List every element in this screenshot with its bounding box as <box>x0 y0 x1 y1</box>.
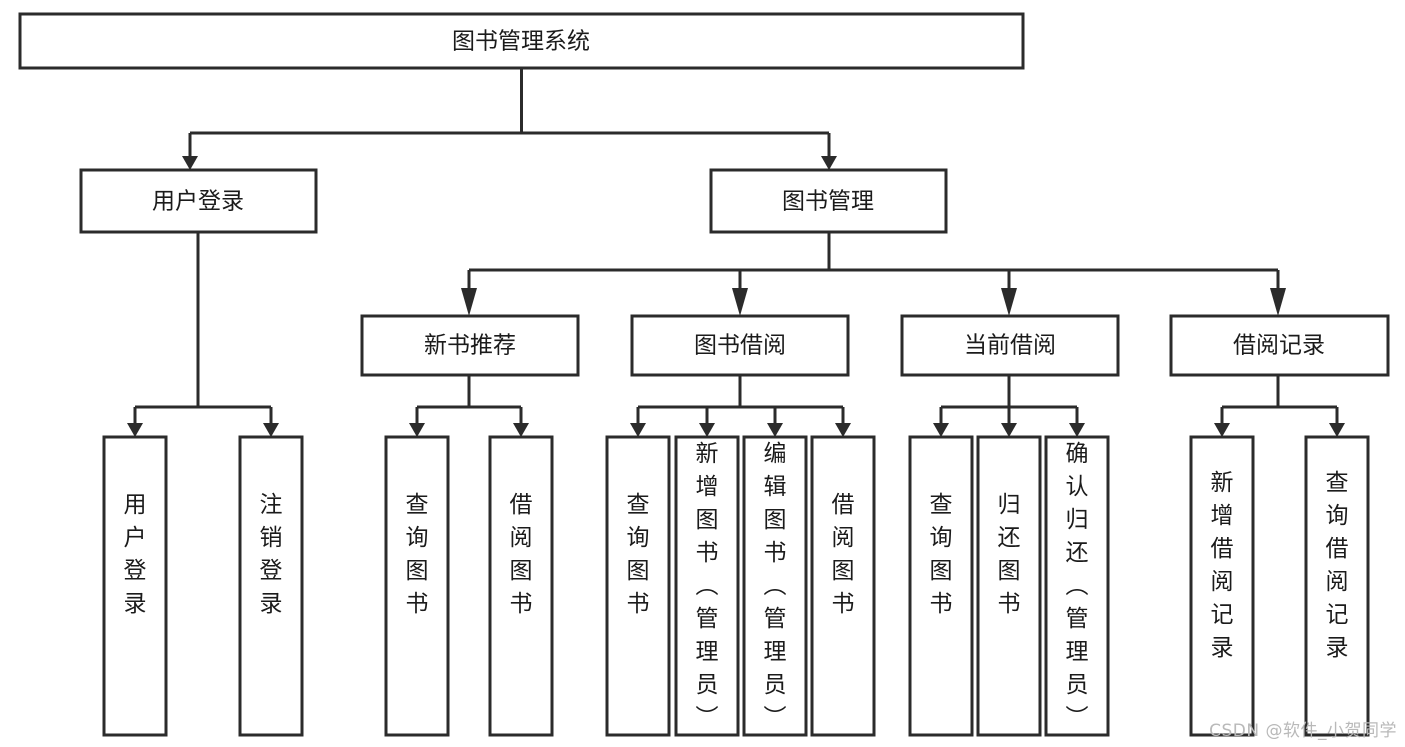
connector-layer <box>127 68 1345 437</box>
node-leaf-edit-book-box[interactable] <box>742 435 808 737</box>
node-leaf-add-record-box[interactable] <box>1189 435 1255 737</box>
arrow-leaf-borrow-book-1 <box>513 423 529 437</box>
node-root-label: 图书管理系统 <box>452 29 590 55</box>
node-borrow-record[interactable]: 借阅记录 <box>1169 314 1390 377</box>
node-new-book-rec[interactable]: 新书推荐 <box>360 314 580 377</box>
node-leaf-borrow-book-1-label: 借阅图书 <box>510 492 533 617</box>
node-leaf-return-book[interactable]: 归还图书 <box>976 435 1042 737</box>
node-leaf-query-book-3-label: 查询图书 <box>930 492 953 617</box>
arrow-leaf-query-book-2 <box>630 423 646 437</box>
arrow-borrow-record <box>1270 288 1286 316</box>
node-leaf-user-login[interactable]: 用户登录 <box>102 435 168 737</box>
node-leaf-query-book-2[interactable]: 查询图书 <box>605 435 671 737</box>
node-leaf-add-book[interactable]: 新增图书︵管理员︶ <box>674 435 740 737</box>
node-leaf-query-book-3-box[interactable] <box>908 435 974 737</box>
node-root-box[interactable] <box>18 12 1025 70</box>
node-borrow-record-box[interactable] <box>1169 314 1390 377</box>
node-leaf-borrow-book-1-box[interactable] <box>488 435 554 737</box>
node-book-manage[interactable]: 图书管理 <box>709 168 948 234</box>
node-new-book-rec-box[interactable] <box>360 314 580 377</box>
node-leaf-borrow-book-2[interactable]: 借阅图书 <box>810 435 876 737</box>
node-leaf-query-book-2-box[interactable] <box>605 435 671 737</box>
node-leaf-edit-book[interactable]: 编辑图书︵管理员︶ <box>742 435 808 737</box>
node-book-manage-label: 图书管理 <box>782 189 874 215</box>
node-leaf-confirm-return-label: 确认归还︵管理员︶ <box>1066 441 1089 731</box>
node-leaf-add-record[interactable]: 新增借阅记录 <box>1189 435 1255 737</box>
node-leaf-borrow-book-2-label: 借阅图书 <box>832 492 855 617</box>
node-user-login-label: 用户登录 <box>152 189 244 215</box>
node-leaf-return-book-box[interactable] <box>976 435 1042 737</box>
node-leaf-query-book-1-label: 查询图书 <box>406 492 429 617</box>
arrow-leaf-borrow-book-2 <box>835 423 851 437</box>
node-book-manage-box[interactable] <box>709 168 948 234</box>
node-leaf-query-record-label: 查询借阅记录 <box>1326 470 1349 661</box>
node-leaf-return-book-label: 归还图书 <box>998 492 1021 617</box>
arrow-leaf-confirm-return <box>1069 423 1085 437</box>
arrow-new-book-rec <box>461 288 477 316</box>
node-leaf-query-record-box[interactable] <box>1304 435 1370 737</box>
node-user-login-box[interactable] <box>79 168 318 234</box>
arrow-leaf-return-book <box>1001 423 1017 437</box>
node-book-borrow-label: 图书借阅 <box>694 333 786 359</box>
node-current-borrow[interactable]: 当前借阅 <box>900 314 1120 377</box>
node-current-borrow-label: 当前借阅 <box>964 333 1056 359</box>
arrow-leaf-query-book-3 <box>933 423 949 437</box>
node-leaf-borrow-book-2-box[interactable] <box>810 435 876 737</box>
arrow-leaf-query-record <box>1329 423 1345 437</box>
arrow-leaf-user-login <box>127 423 143 437</box>
arrow-leaf-query-book-1 <box>409 423 425 437</box>
node-leaf-query-book-2-label: 查询图书 <box>627 492 650 617</box>
node-leaf-add-book-label: 新增图书︵管理员︶ <box>696 441 719 731</box>
node-leaf-query-book-1[interactable]: 查询图书 <box>384 435 450 737</box>
node-leaf-add-book-box[interactable] <box>674 435 740 737</box>
node-leaf-add-record-label: 新增借阅记录 <box>1211 470 1234 661</box>
node-user-login[interactable]: 用户登录 <box>79 168 318 234</box>
arrow-leaf-edit-book <box>767 423 783 437</box>
node-new-book-rec-label: 新书推荐 <box>424 333 516 359</box>
node-leaf-confirm-return-box[interactable] <box>1044 435 1110 737</box>
node-leaf-query-book-1-box[interactable] <box>384 435 450 737</box>
node-leaf-user-login-box[interactable] <box>102 435 168 737</box>
node-leaf-query-record[interactable]: 查询借阅记录 <box>1304 435 1370 737</box>
node-leaf-edit-book-label: 编辑图书︵管理员︶ <box>764 441 787 731</box>
node-book-borrow[interactable]: 图书借阅 <box>630 314 850 377</box>
node-current-borrow-box[interactable] <box>900 314 1120 377</box>
node-leaf-logout-login-box[interactable] <box>238 435 304 737</box>
arrow-book-manage <box>821 156 837 170</box>
node-borrow-record-label: 借阅记录 <box>1233 333 1325 359</box>
arrow-current-borrow <box>1001 288 1017 316</box>
node-leaf-logout-login-label: 注销登录 <box>260 492 283 617</box>
node-root[interactable]: 图书管理系统 <box>18 12 1025 70</box>
node-leaf-borrow-book-1[interactable]: 借阅图书 <box>488 435 554 737</box>
node-leaf-query-book-3[interactable]: 查询图书 <box>908 435 974 737</box>
arrow-user-login <box>182 156 198 170</box>
arrow-leaf-add-record <box>1214 423 1230 437</box>
node-leaf-user-login-label: 用户登录 <box>124 492 147 617</box>
node-leaf-confirm-return[interactable]: 确认归还︵管理员︶ <box>1044 435 1110 737</box>
arrow-leaf-add-book <box>699 423 715 437</box>
node-book-borrow-box[interactable] <box>630 314 850 377</box>
arrow-book-borrow <box>732 288 748 316</box>
arrow-leaf-logout-login <box>263 423 279 437</box>
node-leaf-logout-login[interactable]: 注销登录 <box>238 435 304 737</box>
